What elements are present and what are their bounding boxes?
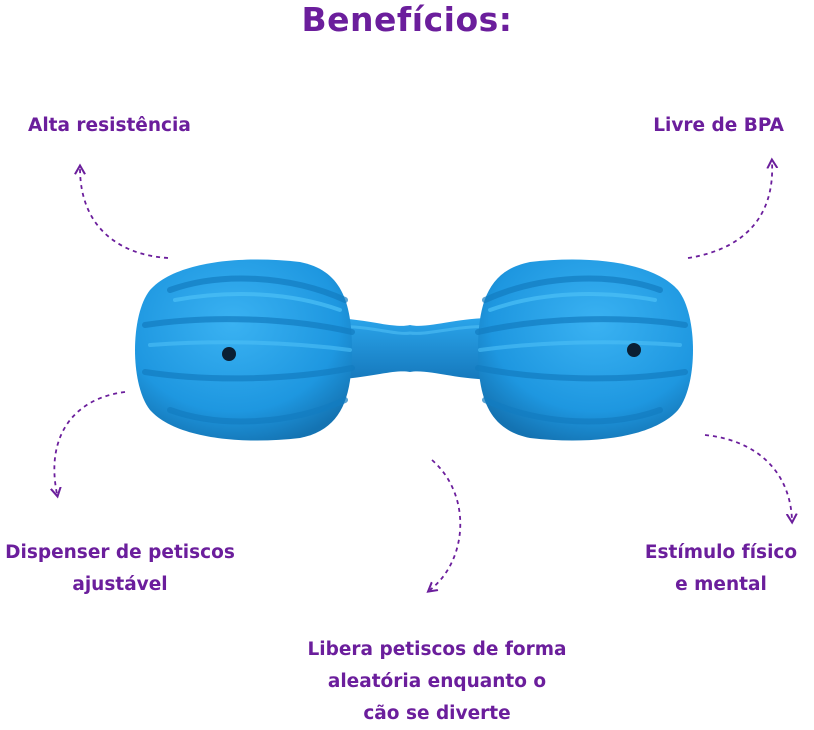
page-title: Benefícios: — [301, 0, 513, 39]
benefit-label-line: Libera petiscos de forma — [307, 639, 567, 660]
benefit-random-release: Libera petiscos de forma aleatória enqua… — [287, 634, 587, 730]
benefit-label-line: aleatória enquanto o — [327, 671, 547, 692]
benefit-label-line: ajustável — [72, 574, 168, 595]
toy-right-ball — [475, 259, 693, 441]
benefit-label-line: Dispenser de petiscos — [5, 542, 235, 563]
arrow-bottom-center — [430, 459, 462, 590]
benefit-label: Livre de BPA — [653, 115, 784, 136]
benefit-high-resistance: Alta resistência — [28, 110, 191, 142]
arrow-bottom-right — [704, 434, 792, 520]
toy-left-ball — [135, 259, 355, 441]
benefit-label-line: Estímulo físico — [644, 542, 798, 563]
arrow-bottom-left — [54, 391, 126, 494]
benefit-treat-dispenser: Dispenser de petiscos ajustável — [0, 537, 240, 601]
benefit-bpa-free: Livre de BPA — [653, 110, 784, 142]
benefit-label-line: cão se diverte — [363, 703, 511, 724]
benefit-label: Alta resistência — [28, 115, 191, 136]
treat-hole-left — [222, 347, 236, 361]
benefit-label-line: e mental — [675, 574, 767, 595]
toy-handle — [300, 317, 520, 380]
arrow-top-left — [80, 168, 169, 259]
benefit-stimulation: Estímulo físico e mental — [638, 537, 804, 601]
treat-hole-right — [627, 343, 641, 357]
arrow-top-right — [687, 162, 772, 259]
